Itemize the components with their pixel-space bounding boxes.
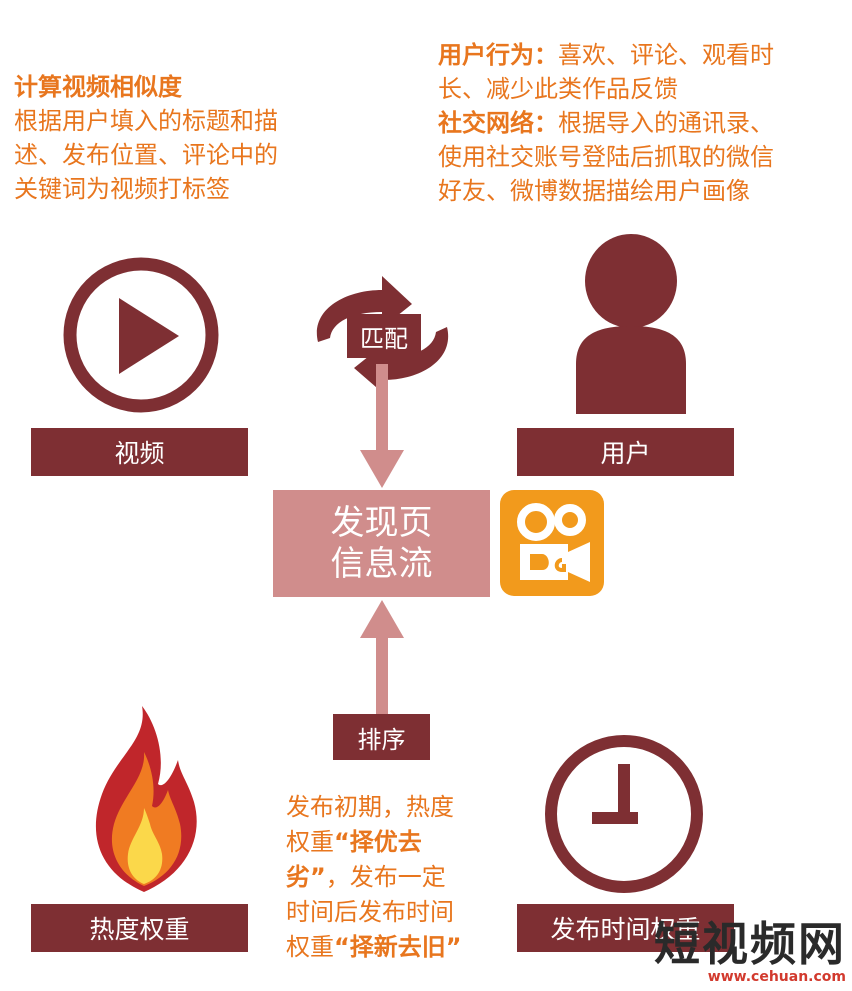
heat-weight-label: 热度权重 (31, 904, 248, 952)
user-profile-text: 用户行为：喜欢、评论、观看时 长、减少此类作品反馈 社交网络：根据导入的通讯录、… (438, 38, 848, 208)
discover-feed-box: 发现页 信息流 (273, 490, 490, 597)
video-similarity-line-3: 关键词为视频打标签 (14, 175, 230, 203)
video-similarity-title: 计算视频相似度 (14, 73, 182, 101)
play-icon (63, 257, 219, 413)
down-arrow-icon (360, 364, 404, 488)
clock-icon (545, 735, 703, 893)
fire-icon (95, 706, 197, 892)
social-network-line-1: 根据导入的通讯录、 (558, 109, 774, 137)
social-network-line-3: 好友、微博数据描绘用户画像 (438, 177, 750, 205)
ranking-line-2a: 权重 (286, 828, 334, 856)
kuaishou-logo-icon (500, 490, 604, 596)
social-network-title: 社交网络： (438, 109, 558, 137)
ranking-line-4: 时间后发布时间 (286, 898, 454, 926)
social-network-line-2: 使用社交账号登陆后抓取的微信 (438, 143, 774, 171)
match-label: 匹配 (347, 314, 421, 358)
video-similarity-line-1: 根据用户填入的标题和描 (14, 107, 278, 135)
ranking-line-5a: 权重 (286, 933, 334, 961)
user-behavior-line-2: 长、减少此类作品反馈 (438, 75, 678, 103)
user-behavior-title: 用户行为： (438, 41, 558, 69)
ranking-line-2b: “择优去 (334, 828, 422, 856)
ranking-line-5b: “择新去旧” (334, 933, 462, 961)
ranking-line-3a: 劣” (286, 863, 326, 891)
discover-feed-line-1: 发现页 (330, 502, 433, 543)
video-label: 视频 (31, 428, 248, 476)
up-arrow-icon (360, 600, 404, 716)
user-label: 用户 (517, 428, 734, 476)
video-similarity-text: 计算视频相似度 根据用户填入的标题和描 述、发布位置、评论中的 关键词为视频打标… (14, 70, 334, 206)
discover-feed-line-2: 信息流 (330, 543, 433, 584)
video-similarity-line-2: 述、发布位置、评论中的 (14, 141, 278, 169)
user-behavior-line-1: 喜欢、评论、观看时 (558, 41, 774, 69)
ranking-text: 发布初期，热度 权重“择优去 劣”，发布一定 时间后发布时间 权重“择新去旧” (286, 790, 496, 965)
watermark-title: 短视频网 (654, 917, 846, 971)
user-icon (576, 234, 686, 414)
watermark-url: www.cehuan.com (707, 969, 846, 985)
publish-time-weight-label: 发布时间权重 (517, 904, 734, 952)
ranking-line-3b: ，发布一定 (325, 863, 446, 891)
watermark: 短视频网 www.cehuan.com (654, 919, 846, 985)
sort-label: 排序 (333, 714, 430, 760)
ranking-line-1: 发布初期，热度 (286, 793, 454, 821)
